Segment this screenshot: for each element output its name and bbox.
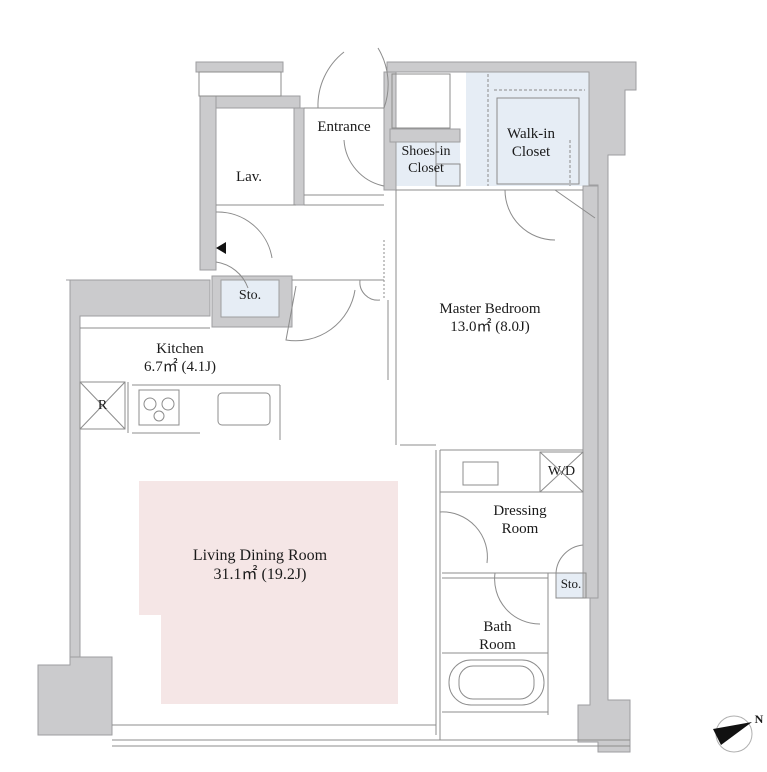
living-highlight: [139, 481, 398, 704]
column-bottom-left: [37, 656, 113, 736]
wall-bath-right: [582, 185, 599, 599]
bath-room-line2: Room: [479, 637, 516, 653]
dressing-room-line2: Room: [501, 521, 539, 537]
direction-marker-icon: [216, 242, 226, 254]
wall-lav-left: [199, 95, 217, 271]
kitchen-name: Kitchen: [156, 341, 204, 357]
room-label-lavatory: Lav.: [235, 169, 263, 185]
master-bedroom-area: 13.0㎡ (8.0J): [450, 319, 530, 335]
room-label-storage-dressing: Sto.: [560, 576, 582, 591]
room-label-storage-hall: Sto.: [238, 288, 262, 303]
wall-top-right: [386, 61, 637, 753]
room-label-kitchen: Kitchen 6.7㎡ (4.1J): [110, 340, 250, 376]
bath-room-line1: Bath: [483, 619, 512, 635]
wall-closet-box: [389, 128, 461, 143]
walkin-closet-line1: Walk-in: [507, 126, 555, 142]
washer-dryer-label: W/D: [547, 464, 576, 479]
living-dining-area: 31.1㎡ (19.2J): [213, 566, 307, 584]
compass-icon: [713, 715, 753, 753]
room-label-master-bedroom: Master Bedroom 13.0㎡ (8.0J): [410, 300, 570, 336]
room-label-entrance: Entrance: [317, 119, 371, 135]
room-label-dressing-room: Dressing Room: [470, 502, 570, 538]
wall-sto-hall: [211, 275, 293, 328]
wall-lav-top: [215, 95, 301, 109]
shoes-closet-line2: Closet: [408, 160, 444, 176]
wall-lav: [195, 61, 284, 73]
storage-hall-fill: [221, 280, 279, 317]
storage-dressing-fill: [556, 573, 586, 598]
living-dining-name: Living Dining Room: [192, 547, 328, 564]
room-label-walkin-closet: Walk-in Closet: [488, 125, 574, 161]
walkin-closet-line2: Closet: [511, 144, 551, 160]
room-label-shoes-closet: Shoes-in Closet: [386, 144, 466, 178]
compass-north-label: N: [754, 712, 764, 726]
room-label-bath-room: Bath Room: [455, 618, 540, 654]
master-bedroom-name: Master Bedroom: [439, 301, 541, 317]
dressing-room-line1: Dressing: [493, 503, 547, 519]
kitchen-area: 6.7㎡ (4.1J): [143, 359, 217, 375]
shoes-closet-line1: Shoes-in: [401, 144, 451, 159]
walkin-closet-fill: [466, 72, 589, 186]
room-label-living-dining: Living Dining Room 31.1㎡ (19.2J): [160, 546, 360, 584]
refrigerator-label: R: [97, 398, 108, 413]
wall-left-outer: [66, 279, 211, 658]
